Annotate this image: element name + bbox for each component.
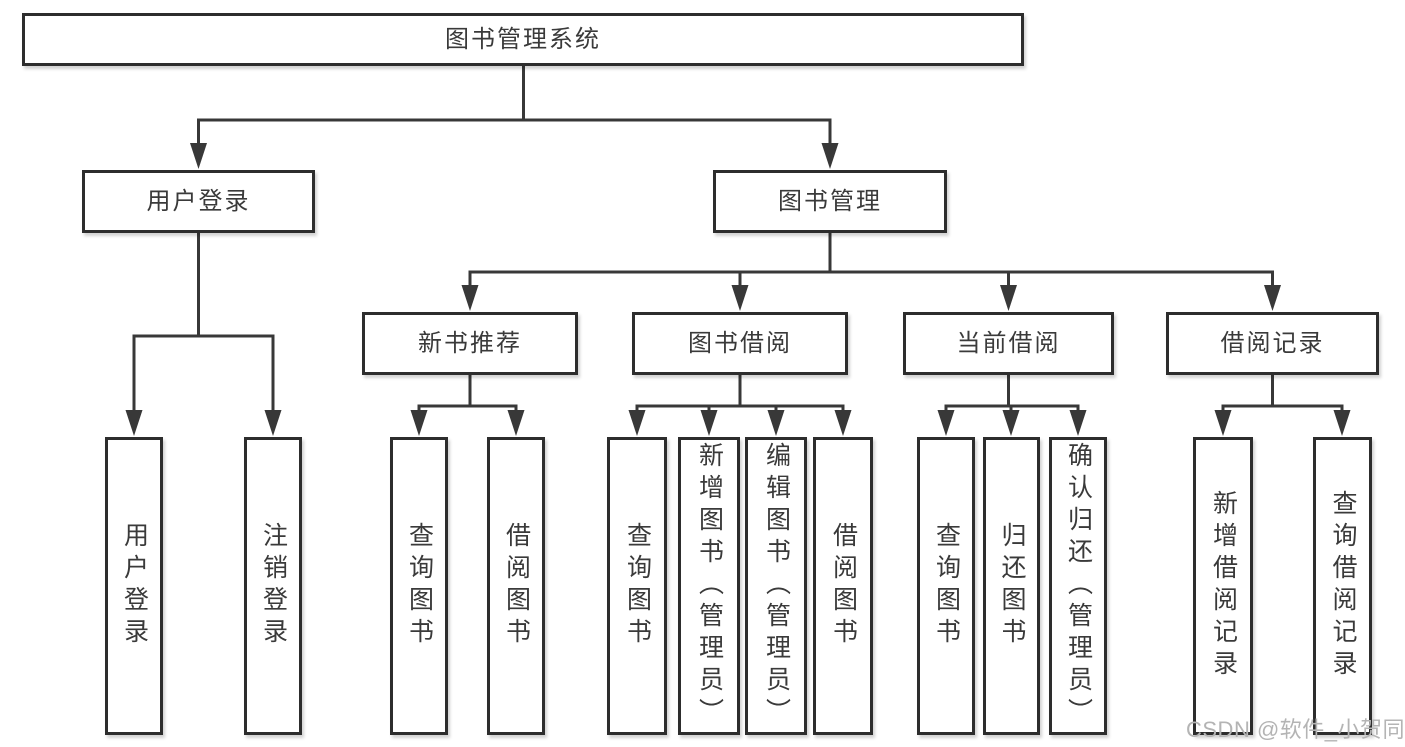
node-book-borrow: 图书借阅: [632, 312, 848, 375]
leaf-logout: 注销登录: [244, 437, 302, 735]
leaf-user-login-label: 用户登录: [120, 522, 149, 650]
leaf-bb-query-books-label: 查询图书: [623, 522, 652, 650]
node-new-book-recommend: 新书推荐: [362, 312, 578, 375]
leaf-logout-label: 注销登录: [259, 522, 288, 650]
leaf-cb-return-books: 归还图书: [983, 437, 1040, 735]
node-book-management-label: 图书管理: [778, 187, 882, 215]
leaf-cb-confirm-return-admin: 确认归还（管理员）: [1049, 437, 1107, 735]
leaf-br-add-record: 新增借阅记录: [1193, 437, 1253, 735]
node-borrow-records: 借阅记录: [1166, 312, 1379, 375]
node-current-borrow-label: 当前借阅: [956, 329, 1061, 357]
leaf-cb-return-books-label: 归还图书: [998, 522, 1026, 650]
leaf-bb-borrow-books-label: 借阅图书: [829, 522, 858, 650]
leaf-nb-borrow-books: 借阅图书: [487, 437, 545, 735]
node-user-login-label: 用户登录: [146, 187, 251, 215]
leaf-cb-query-books-label: 查询图书: [932, 522, 961, 650]
leaf-user-login: 用户登录: [105, 437, 163, 735]
leaf-nb-borrow-books-label: 借阅图书: [502, 522, 531, 650]
node-root-label: 图书管理系统: [445, 25, 601, 53]
leaf-cb-query-books: 查询图书: [917, 437, 975, 735]
node-book-borrow-label: 图书借阅: [688, 329, 792, 357]
leaf-bb-edit-books-admin-label: 编辑图书（管理员）: [762, 442, 791, 730]
leaf-bb-query-books: 查询图书: [607, 437, 667, 735]
node-current-borrow: 当前借阅: [903, 312, 1114, 375]
leaf-cb-confirm-return-admin-label: 确认归还（管理员）: [1064, 442, 1093, 730]
node-borrow-records-label: 借阅记录: [1220, 329, 1325, 357]
leaf-br-query-record: 查询借阅记录: [1313, 437, 1372, 735]
node-root: 图书管理系统: [22, 13, 1024, 66]
leaf-bb-edit-books-admin: 编辑图书（管理员）: [745, 437, 807, 735]
node-user-login: 用户登录: [82, 170, 315, 233]
leaf-bb-borrow-books: 借阅图书: [813, 437, 873, 735]
leaf-br-add-record-label: 新增借阅记录: [1209, 490, 1238, 682]
leaf-br-query-record-label: 查询借阅记录: [1329, 490, 1357, 682]
node-book-management: 图书管理: [713, 170, 947, 233]
leaf-nb-query-books-label: 查询图书: [405, 522, 434, 650]
node-new-book-recommend-label: 新书推荐: [418, 329, 522, 357]
leaf-bb-add-books-admin-label: 新增图书（管理员）: [695, 442, 724, 730]
leaf-nb-query-books: 查询图书: [390, 437, 448, 735]
csdn-watermark: CSDN @软件_小贺同学: [1186, 717, 1405, 742]
leaf-bb-add-books-admin: 新增图书（管理员）: [678, 437, 740, 735]
